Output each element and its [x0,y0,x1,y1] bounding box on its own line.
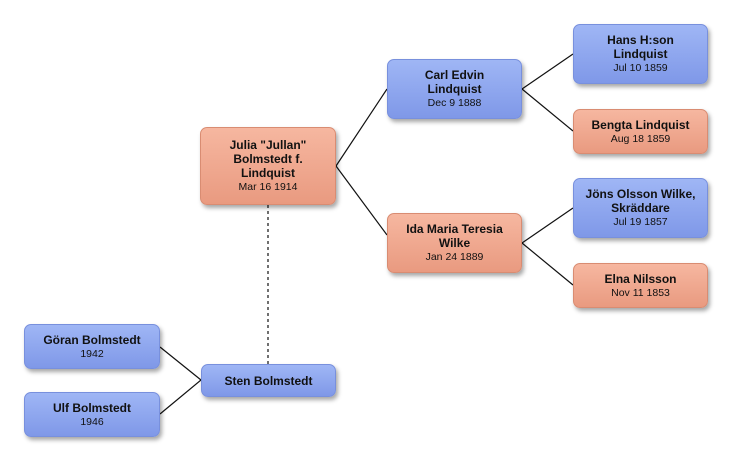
person-hans-name-2: Lindquist [613,47,668,61]
person-elna-name-1: Elna Nilsson [604,271,677,286]
person-ida[interactable]: Ida Maria Teresia Wilke Jan 24 1889 [387,213,522,273]
connector-ulf-sten [159,379,202,415]
person-carl[interactable]: Carl Edvin Lindquist Dec 9 1888 [387,59,522,119]
person-elna-date: Nov 11 1853 [611,286,670,299]
person-jons-name-1: Jöns Olsson Wilke, [585,187,696,201]
person-bengta-name-1: Bengta Lindquist [591,117,690,132]
person-ida-name-2: Wilke [438,236,471,250]
connector-julia-ida [335,165,388,236]
person-bengta[interactable]: Bengta Lindquist Aug 18 1859 [573,109,708,154]
connector-julia-carl [335,88,388,167]
connector-goran-sten [159,346,202,381]
person-ida-date: Jan 24 1889 [425,251,484,263]
person-hans[interactable]: Hans H:son Lindquist Jul 10 1859 [573,24,708,84]
person-julia[interactable]: Julia "Jullan" Bolmstedt f. Lindquist Ma… [200,127,336,205]
person-julia-name-1: Julia "Jullan" [229,138,307,152]
person-ida-name-1: Ida Maria Teresia [406,222,503,236]
connector-carl-hans [521,53,574,90]
connector-ida-elna [521,242,574,286]
person-julia-name-3: Lindquist [241,166,295,180]
person-carl-name-2: Lindquist [427,82,482,96]
person-jons[interactable]: Jöns Olsson Wilke, Skräddare Jul 19 1857 [573,178,708,238]
person-goran-name-1: Göran Bolmstedt [43,332,141,347]
person-sten[interactable]: Sten Bolmstedt [201,364,336,397]
person-ulf-date: 1946 [80,415,104,428]
person-goran-date: 1942 [80,347,104,360]
person-goran[interactable]: Göran Bolmstedt 1942 [24,324,160,369]
person-jons-date: Jul 19 1857 [613,216,668,228]
person-bengta-date: Aug 18 1859 [610,132,671,145]
connector-ida-jons [521,207,574,244]
person-ulf-name-1: Ulf Bolmstedt [53,400,131,415]
person-hans-name-1: Hans H:son [607,33,674,47]
person-julia-date: Mar 16 1914 [238,181,298,193]
person-carl-date: Dec 9 1888 [427,97,482,109]
person-sten-name-1: Sten Bolmstedt [224,373,313,388]
person-ulf[interactable]: Ulf Bolmstedt 1946 [24,392,160,437]
person-carl-name-1: Carl Edvin [424,68,485,82]
person-julia-name-2: Bolmstedt f. [233,152,303,166]
person-elna[interactable]: Elna Nilsson Nov 11 1853 [573,263,708,308]
connector-carl-bengta [521,88,574,132]
person-jons-name-2: Skräddare [611,201,670,215]
person-hans-date: Jul 10 1859 [613,62,668,74]
